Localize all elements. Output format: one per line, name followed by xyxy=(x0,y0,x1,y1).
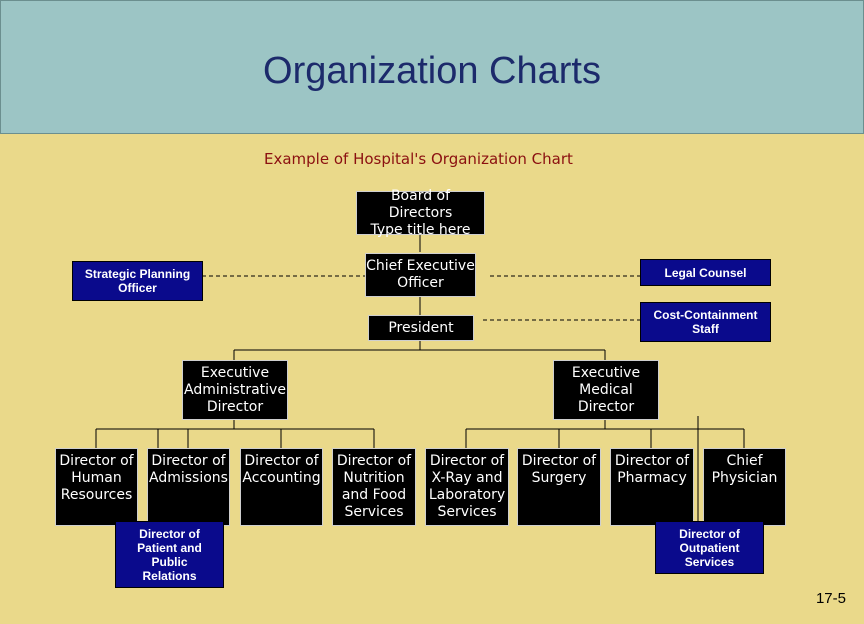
legal-counsel-box: Legal Counsel xyxy=(640,259,771,286)
chart-subtitle: Example of Hospital's Organization Chart xyxy=(264,150,573,168)
exec-medical-director-box: Executive Medical Director xyxy=(553,360,659,420)
director-nutrition-box: Director of Nutrition and Food Services xyxy=(332,448,416,526)
hr-label: Director of Human Resources xyxy=(59,453,134,503)
surgery-label: Director of Surgery xyxy=(521,453,597,486)
patient-label: Director of Patient and Public Relations xyxy=(137,526,202,583)
ceo-label: Chief Executive Officer xyxy=(366,258,475,291)
exec-medical-label: Executive Medical Director xyxy=(571,364,641,415)
cost-containment-box: Cost-Containment Staff xyxy=(640,302,771,342)
outpatient-services-box: Director of Outpatient Services xyxy=(655,521,764,574)
president-label: President xyxy=(388,319,454,336)
xray-label: Director of X-Ray and Laboratory Service… xyxy=(428,453,506,520)
strategic-planning-box: Strategic Planning Officer xyxy=(72,261,203,301)
director-pharmacy-box: Director of Pharmacy xyxy=(610,448,694,526)
director-admissions-box: Director of Admissions xyxy=(147,448,230,526)
director-xray-box: Director of X-Ray and Laboratory Service… xyxy=(425,448,509,526)
board-label: Board of Directors Type title here xyxy=(370,187,471,238)
header-band xyxy=(0,0,864,134)
president-box: President xyxy=(368,315,474,341)
admissions-label: Director of Admissions xyxy=(149,453,228,486)
pharmacy-label: Director of Pharmacy xyxy=(614,453,690,486)
page-number: 17-5 xyxy=(815,590,846,607)
outpatient-label: Director of Outpatient Services xyxy=(679,526,740,569)
legal-label: Legal Counsel xyxy=(664,265,747,280)
exec-admin-label: Executive Administrative Director xyxy=(184,364,286,415)
ceo-box: Chief Executive Officer xyxy=(365,253,476,297)
physician-label: Chief Physician xyxy=(711,453,778,486)
director-accounting-box: Director of Accounting xyxy=(240,448,323,526)
strategic-label: Strategic Planning Officer xyxy=(84,267,191,295)
board-of-directors-box: Board of Directors Type title here xyxy=(356,188,485,238)
chief-physician-box: Chief Physician xyxy=(703,448,786,526)
director-human-resources-box: Director of Human Resources xyxy=(55,448,138,526)
patient-relations-box: Director of Patient and Public Relations xyxy=(115,521,224,588)
exec-admin-director-box: Executive Administrative Director xyxy=(182,360,288,420)
accounting-label: Director of Accounting xyxy=(242,453,321,486)
nutrition-label: Director of Nutrition and Food Services xyxy=(336,453,412,520)
page-title: Organization Charts xyxy=(263,50,601,92)
director-surgery-box: Director of Surgery xyxy=(517,448,601,526)
cost-label: Cost-Containment Staff xyxy=(653,308,758,336)
